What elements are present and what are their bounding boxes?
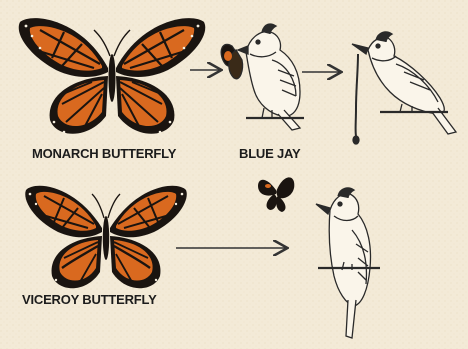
- viceroy-butterfly-label: VICEROY BUTTERFLY: [22, 292, 157, 307]
- blue-jay-label: BLUE JAY: [239, 146, 301, 161]
- monarch-butterfly-label: MONARCH BUTTERFLY: [32, 146, 176, 161]
